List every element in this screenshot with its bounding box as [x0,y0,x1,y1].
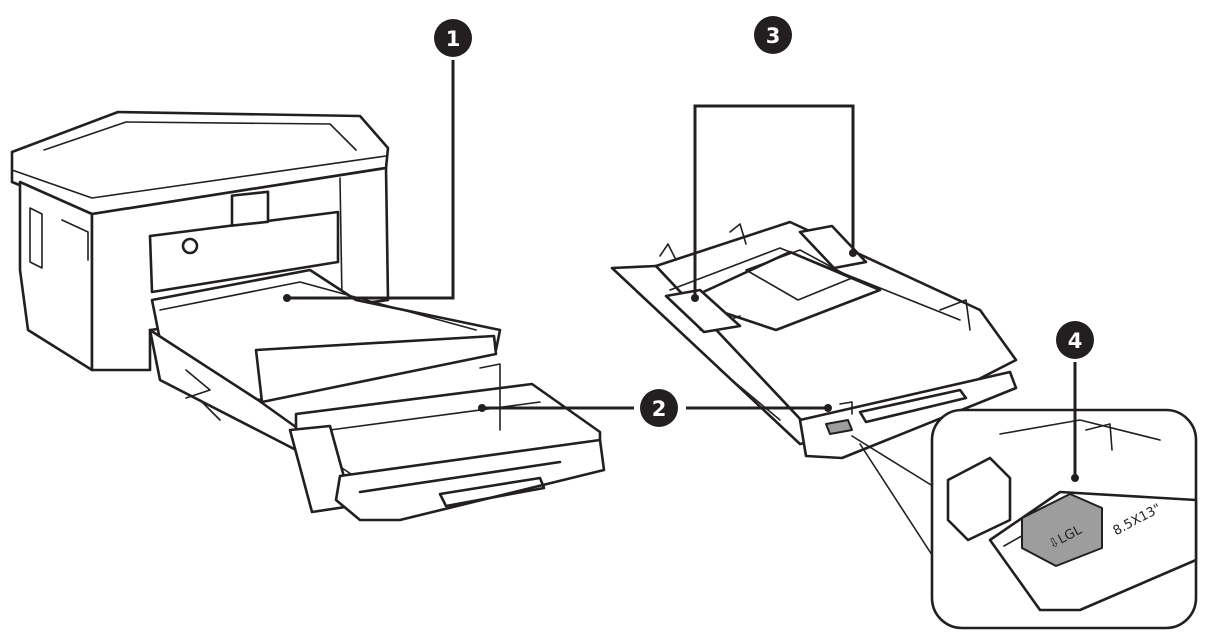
cassette-illustration [610,220,1018,460]
callout-1: 1 [434,19,472,57]
callout-2-number: 2 [652,397,667,421]
callout-3: 3 [754,16,792,54]
callout-3-number: 3 [766,24,781,48]
callout-1-number: 1 [446,27,461,51]
callout-4-number: 4 [1068,329,1083,353]
detail-inset: ⇩LGL 8.5X13" [851,408,1198,630]
leader-lines [283,60,1079,482]
callout-2: 2 [640,389,678,427]
printer-illustration [10,110,606,522]
callout-4: 4 [1056,321,1094,359]
